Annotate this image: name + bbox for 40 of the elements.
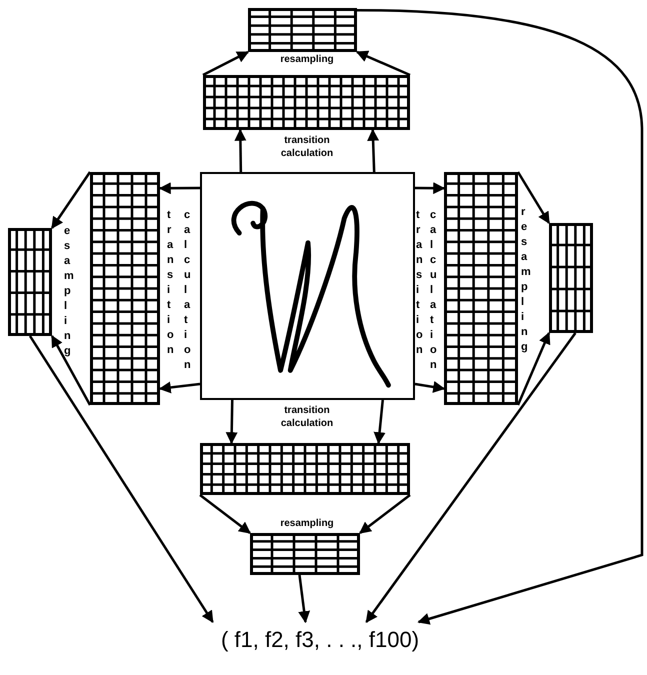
process-label: transition calculation [280, 134, 334, 160]
process-label: transition calculation [280, 404, 334, 430]
grid-drawing [248, 8, 357, 52]
arrow [356, 50, 410, 76]
process-label: resampling [279, 53, 335, 66]
grid-drawing [549, 223, 593, 333]
arrow [226, 400, 238, 444]
arrow [158, 381, 200, 394]
arrow [356, 8, 644, 625]
process-label: transition [167, 208, 179, 358]
arrow [516, 171, 550, 224]
process-label: calculation [430, 208, 442, 373]
arrow [50, 171, 92, 229]
arrow [28, 335, 214, 623]
grid-drawing [200, 443, 410, 495]
process-label: transition [416, 208, 428, 358]
arrow [359, 494, 411, 534]
process-label: esampling [64, 224, 76, 359]
process-label: resampling [521, 205, 533, 355]
arrow [414, 381, 446, 393]
arrow [414, 182, 446, 194]
process-label: calculation [184, 208, 196, 373]
arrow [516, 332, 550, 406]
arrow [50, 334, 92, 406]
arrow [374, 400, 386, 444]
grid-drawing [8, 228, 52, 336]
process-label: resampling [279, 517, 335, 530]
grid-drawing [203, 75, 410, 130]
arrow [202, 50, 250, 76]
grid-drawing [250, 533, 360, 575]
arrow [234, 128, 246, 172]
feature-vector-text: ( f1, f2, f3, . . ., f100) [175, 622, 465, 658]
grid-drawing [90, 172, 160, 405]
handwriting-drawing [200, 172, 415, 400]
arrow [199, 494, 251, 534]
arrow [298, 574, 310, 624]
arrow [158, 182, 200, 194]
arrow [365, 332, 576, 623]
arrow [367, 128, 380, 172]
grid-drawing [444, 172, 518, 405]
